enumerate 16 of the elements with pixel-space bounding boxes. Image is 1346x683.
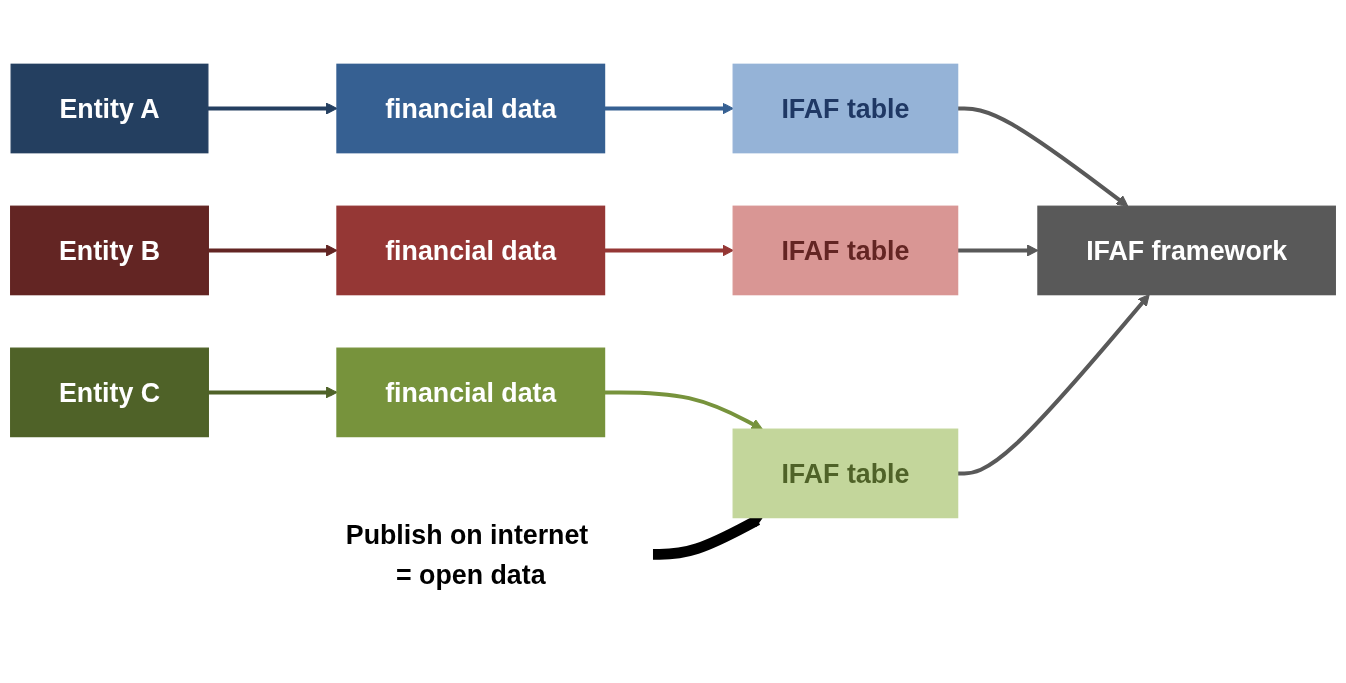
node-box: IFAF table [732, 63, 959, 154]
arrow [604, 102, 734, 115]
node-box: IFAF framework [1037, 205, 1336, 296]
node-box: financial data [336, 63, 606, 154]
node-box: Entity C [10, 347, 209, 438]
node-box: IFAF table [732, 205, 959, 296]
arrow [604, 390, 763, 430]
arrow [604, 244, 734, 257]
arrow [957, 106, 1129, 207]
node-box: financial data [336, 347, 606, 438]
node-box: Entity A [10, 63, 209, 154]
node-box: Entity B [10, 205, 209, 296]
node-box: financial data [336, 205, 606, 296]
node-box: IFAF table [732, 428, 959, 519]
arrow [957, 294, 1150, 476]
node-text: Publish on internet = open data [345, 519, 589, 590]
